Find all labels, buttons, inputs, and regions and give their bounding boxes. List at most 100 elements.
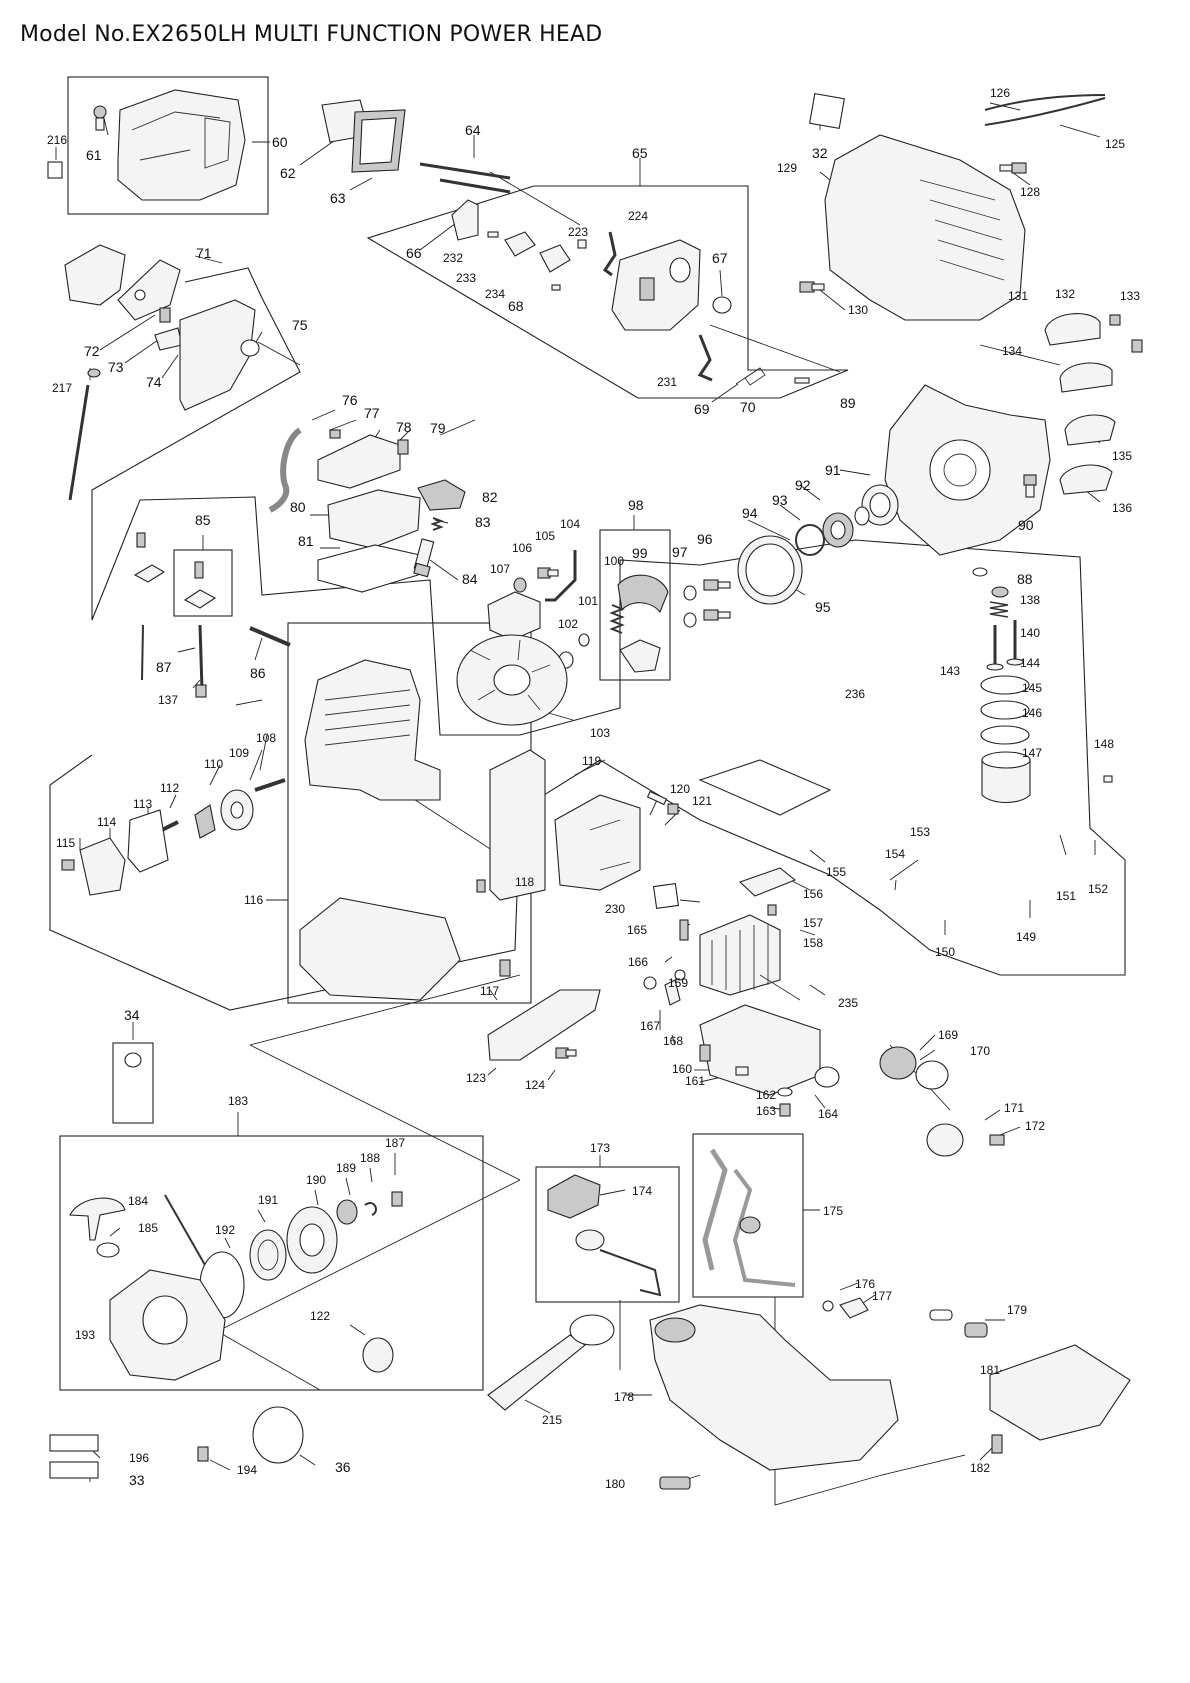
callout-152: 152 — [1088, 882, 1108, 896]
callout-103: 103 — [590, 726, 610, 740]
part-32 — [808, 92, 846, 130]
callout-189: 189 — [336, 1161, 356, 1175]
part-162 — [777, 1087, 793, 1097]
part-233 — [504, 231, 536, 257]
part-217 — [68, 368, 101, 501]
part-169 — [879, 1046, 917, 1080]
part-137 — [195, 684, 207, 698]
part-116 — [299, 897, 461, 1001]
callout-179: 179 — [1007, 1303, 1027, 1317]
callout-64: 64 — [465, 122, 481, 138]
callout-86: 86 — [250, 665, 266, 681]
part-136 — [1059, 464, 1113, 495]
callout-136: 136 — [1112, 501, 1132, 515]
callout-72: 72 — [84, 343, 100, 359]
part-140 — [1006, 620, 1024, 666]
part-167 — [643, 976, 657, 990]
callout-194: 194 — [237, 1463, 257, 1477]
callout-60: 60 — [272, 134, 288, 150]
callout-132: 132 — [1055, 287, 1075, 301]
part-182 — [991, 1434, 1003, 1454]
callout-182: 182 — [970, 1461, 990, 1475]
callout-91: 91 — [825, 462, 841, 478]
part-126 — [984, 94, 1106, 111]
callout-97: 97 — [672, 544, 688, 560]
callout-36: 36 — [335, 1459, 351, 1475]
callout-165: 165 — [627, 923, 647, 937]
callout-161: 161 — [685, 1074, 705, 1088]
callout-109: 109 — [229, 746, 249, 760]
callout-81: 81 — [298, 533, 314, 549]
part-189 — [336, 1199, 358, 1225]
callout-224: 224 — [628, 209, 648, 223]
part-83 — [430, 517, 444, 531]
callout-187: 187 — [385, 1136, 405, 1150]
part-157 — [767, 904, 777, 916]
part-165 — [679, 919, 689, 941]
callout-192: 192 — [215, 1223, 235, 1237]
callout-181: 181 — [980, 1363, 1000, 1377]
callout-78: 78 — [396, 419, 412, 435]
callout-172: 172 — [1025, 1119, 1045, 1133]
callout-160: 160 — [672, 1062, 692, 1076]
callout-66: 66 — [406, 245, 422, 261]
part-36 — [252, 1406, 304, 1464]
part-131 — [1044, 313, 1101, 346]
part-235 — [759, 974, 801, 1001]
part-177 — [839, 1297, 869, 1319]
part-110 — [194, 804, 216, 839]
part-68 — [551, 284, 561, 291]
part-159 — [699, 1004, 821, 1096]
part-106 — [513, 577, 527, 593]
callout-168: 168 — [663, 1034, 683, 1048]
callout-174: 174 — [632, 1184, 652, 1198]
part-shapes — [47, 89, 1143, 1490]
part-119 — [489, 749, 546, 901]
callout-153: 153 — [910, 825, 930, 839]
part-71 — [117, 259, 181, 321]
part-174 — [547, 1174, 601, 1219]
part-178 — [649, 1304, 899, 1471]
callout-63: 63 — [330, 190, 346, 206]
callout-96: 96 — [697, 531, 713, 547]
part-161 — [735, 1066, 749, 1076]
callout-116: 116 — [244, 893, 263, 907]
callout-120: 120 — [670, 782, 690, 796]
frame-recoil-183 — [59, 1135, 484, 1391]
part-104 — [545, 550, 577, 602]
callout-101: 101 — [578, 594, 598, 608]
callout-180: 180 — [605, 1477, 625, 1491]
callout-33: 33 — [129, 1472, 145, 1488]
callout-104: 104 — [560, 517, 580, 531]
callout-157: 157 — [803, 916, 823, 930]
frame-fuel-line-175 — [692, 1133, 804, 1298]
callout-163: 163 — [756, 1104, 776, 1118]
part-78 — [317, 434, 401, 489]
part-105 — [537, 567, 559, 579]
callout-114: 114 — [97, 815, 116, 829]
callout-92: 92 — [795, 477, 811, 493]
part-33 — [49, 1461, 99, 1479]
callout-90: 90 — [1018, 517, 1034, 533]
part-166 — [674, 969, 686, 981]
part-122 — [362, 1337, 394, 1373]
callout-65: 65 — [632, 145, 648, 161]
callout-94: 94 — [742, 505, 758, 521]
part-123 — [487, 989, 601, 1061]
part-224 — [602, 231, 617, 277]
part-66 — [451, 199, 479, 241]
callout-154: 154 — [885, 847, 905, 861]
part-60 — [117, 89, 246, 201]
callout-124: 124 — [525, 1078, 545, 1092]
callout-149: 149 — [1016, 930, 1036, 944]
part-72 — [159, 307, 171, 323]
part-216 — [47, 161, 63, 179]
part-155 — [698, 759, 832, 816]
callout-215: 215 — [542, 1413, 562, 1427]
part-138 — [989, 601, 1009, 618]
callout-73: 73 — [108, 359, 124, 375]
part-79 — [397, 439, 409, 455]
callout-148: 148 — [1094, 737, 1114, 751]
callout-67: 67 — [712, 250, 728, 266]
